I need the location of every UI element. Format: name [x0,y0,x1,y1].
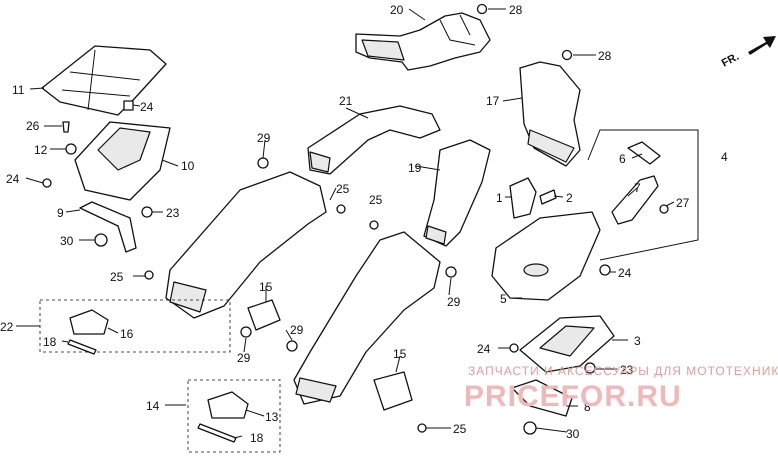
part-18-rod-upper [67,339,97,355]
clip-24-right [599,264,611,276]
front-direction-arrow: FR. [720,36,776,70]
nut-23-left [141,206,153,218]
group-14-outline [187,379,281,453]
part-5-lid [491,211,601,301]
part-10-box [74,121,171,201]
callout-29: 29 [257,131,271,145]
callout-30: 30 [60,234,74,248]
callout-10: 10 [181,159,195,173]
callout-17: 17 [486,94,500,108]
callout-6: 6 [619,152,626,166]
callout-24: 24 [6,172,20,186]
part-7-bracket [611,175,659,225]
callout-27: 27 [676,196,690,210]
callout-14: 14 [146,399,160,413]
watermark: ЗАПЧАСТИ И АКСЕССУАРЫ ДЛЯ МОТОТЕХНИКИ PR… [464,364,778,413]
callout-21: 21 [339,94,353,108]
callout-24: 24 [477,342,491,356]
grommet-15-center [373,371,413,411]
callout-12: 12 [34,143,48,157]
arrow-icon [748,36,776,55]
callout-1: 1 [496,191,503,205]
callout-20: 20 [390,3,404,17]
part-6-bracket [627,141,661,165]
part-21-duct [307,105,441,175]
callout-16: 16 [120,327,134,341]
bolt-25-center [369,220,379,230]
callout-29: 29 [447,295,461,309]
callout-23: 23 [620,363,634,377]
callout-15: 15 [259,280,273,294]
callout-25: 25 [369,193,383,207]
callout-23: 23 [166,206,180,220]
callout-25: 25 [110,270,124,284]
callout-9: 9 [57,206,64,220]
callout-29: 29 [290,323,304,337]
callout-2: 2 [566,191,573,205]
part-19-duct [423,139,491,247]
callout-24: 24 [618,266,632,280]
part-3-tray [519,315,615,373]
callout-19: 19 [408,161,422,175]
part-17-duct [519,61,581,167]
front-direction-label: FR. [720,51,741,70]
part-11-lid [41,45,167,116]
callout-4: 4 [721,150,728,164]
callout-24: 24 [140,100,154,114]
part-13-bracket [207,391,249,419]
callout-18: 18 [43,335,57,349]
callout-7: 7 [634,181,641,195]
grommet-29-left [240,326,252,338]
callout-30: 30 [566,427,580,441]
part-9-bracket [79,201,137,253]
callout-8: 8 [584,400,591,414]
bracket-line-4 [587,129,699,261]
part-20-top-duct [355,12,491,71]
center-main-duct [293,231,441,405]
grommet-30-left [94,233,108,247]
grommet-29-center [445,266,457,278]
group-22-outline [39,299,231,353]
grommet-29-mid [286,340,298,352]
grommet-30-right [523,421,537,435]
callout-3: 3 [634,334,641,348]
part-16-bracket [69,309,109,335]
bolt-24-lower [509,343,519,353]
bolt-25-left [144,270,154,280]
callout-25: 25 [336,182,350,196]
clip-24-upper-left [123,100,134,111]
callout-22: 22 [0,320,14,334]
part-18-rod-lower [197,423,237,443]
callout-18: 18 [250,431,264,445]
callout-13: 13 [265,410,279,424]
callout-29: 29 [237,351,251,365]
part-2-link [539,189,557,205]
callout-labels: 20 28 28 11 24 26 12 10 24 9 23 30 21 17… [0,3,728,445]
bolt-27 [659,204,669,214]
callout-5: 5 [500,292,507,306]
left-main-duct [165,171,327,319]
grommet-29-upper [257,157,269,169]
leader-lines [16,8,675,439]
nut-23-right [584,362,596,374]
watermark-logo: PRICEFOR.RU [464,380,682,413]
callout-28: 28 [509,3,523,17]
screw-26 [62,121,70,133]
clip-25-center [336,204,346,214]
grommet-15-left [247,299,281,331]
part-1-actuator [509,177,537,219]
callout-26: 26 [26,119,40,133]
clip-28-mid [561,49,573,61]
callout-25: 25 [453,422,467,436]
bolt-24-left [42,178,52,188]
grommet-12 [65,143,77,155]
callout-11: 11 [12,83,25,97]
callout-28: 28 [598,49,612,63]
watermark-subtitle: ЗАПЧАСТИ И АКСЕССУАРЫ ДЛЯ МОТОТЕХНИКИ [468,364,778,378]
clip-28-top [476,3,488,15]
part-8-bracket [511,379,573,417]
callout-15: 15 [393,347,407,361]
bolt-25-lower [417,423,427,433]
